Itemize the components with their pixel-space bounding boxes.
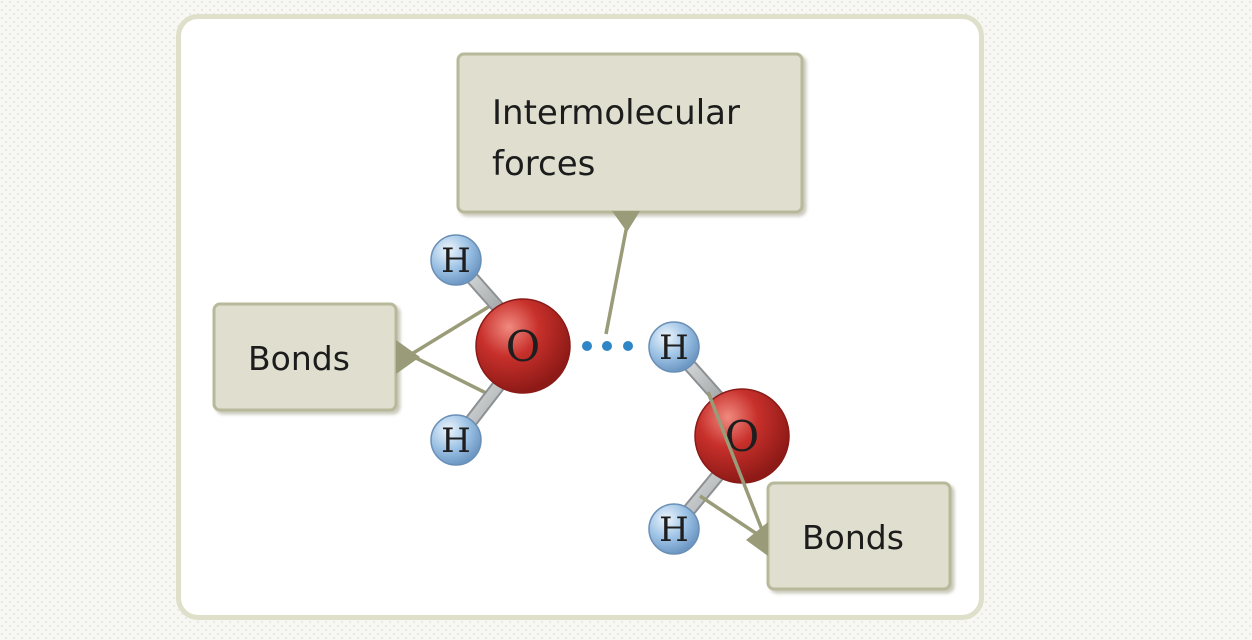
intermolecular-forces-callout: Intermolecular forces: [456, 52, 804, 335]
bonds-right-callout: Bonds: [699, 391, 952, 591]
hydrogen-atom-1-top: H: [430, 234, 482, 286]
oxygen-atom-2: O: [694, 388, 790, 484]
oxygen-atom-2-symbol: O: [725, 412, 759, 461]
hydrogen-atom-2-bottom: H: [648, 503, 700, 555]
hydrogen-bond-dot-1: [582, 341, 592, 351]
hydrogen-atom-2-top: H: [648, 321, 700, 373]
intermolecular-label-line2: forces: [492, 144, 595, 184]
hydrogen-atom-1-top-symbol: H: [441, 241, 471, 281]
bonds-right-pointer-notch: [746, 522, 768, 556]
oxygen-atom-1-symbol: O: [506, 322, 540, 371]
hydrogen-atom-1-bottom-symbol: H: [441, 421, 471, 461]
hydrogen-bond-dot-3: [623, 341, 633, 351]
bonds-left-callout: Bonds: [212, 302, 491, 412]
hydrogen-bond-dots: [582, 341, 633, 351]
bonds-left-pointer-line-bottom: [409, 353, 491, 397]
hydrogen-atom-1-bottom: H: [430, 414, 482, 466]
hydrogen-bond-dot-2: [602, 341, 612, 351]
intermolecular-pointer-notch: [612, 211, 640, 232]
bonds-right-pointer-line-top: [706, 391, 768, 541]
intermolecular-forces-box: [456, 52, 804, 214]
bonds-right-label: Bonds: [802, 518, 904, 557]
bonds-left-pointer-line-top: [409, 304, 491, 357]
bonds-left-label: Bonds: [248, 339, 350, 378]
oxygen-atom-1: O: [475, 298, 571, 394]
bonds-left-pointer-notch: [396, 340, 420, 374]
hydrogen-atom-2-bottom-symbol: H: [659, 510, 689, 550]
intermolecular-pointer-line: [604, 224, 629, 335]
hydrogen-atom-2-top-symbol: H: [659, 328, 689, 368]
intermolecular-label-line1: Intermolecular: [492, 93, 740, 133]
